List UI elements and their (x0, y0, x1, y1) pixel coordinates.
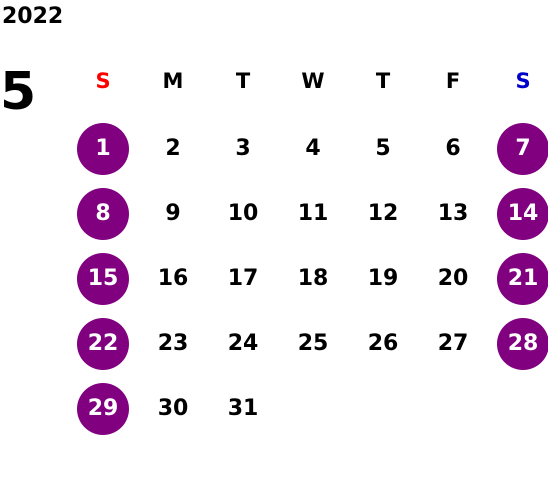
day-number: 26 (367, 331, 399, 356)
day-cell: 13 (418, 181, 488, 246)
weekday-header-sunday: S (95, 69, 111, 93)
day-cell: 6 (418, 116, 488, 181)
weekday-header-tuesday: T (235, 69, 251, 93)
day-cell: 15 (68, 246, 138, 311)
day-cell: 8 (68, 181, 138, 246)
month-number: 5 (0, 62, 37, 122)
week-row: 8 9 10 11 12 13 14 (68, 181, 548, 246)
day-number: 16 (157, 266, 189, 291)
day-cell: 26 (348, 311, 418, 376)
weekday-header-row: S M T W T F S (68, 46, 548, 116)
day-number: 19 (367, 266, 399, 291)
day-cell: 24 (208, 311, 278, 376)
weekend-day-circle: 7 (497, 122, 548, 175)
week-row: 1 2 3 4 5 6 7 (68, 116, 548, 181)
day-cell (488, 376, 548, 441)
day-cell: 27 (418, 311, 488, 376)
week-row: 29 30 31 (68, 376, 548, 441)
day-cell: 9 (138, 181, 208, 246)
day-cell (418, 376, 488, 441)
weekend-day-circle: 22 (77, 317, 129, 370)
weekend-day-circle: 8 (77, 187, 129, 240)
day-cell: 3 (208, 116, 278, 181)
day-number: 17 (227, 266, 259, 291)
day-number: 31 (227, 396, 259, 421)
week-row: 22 23 24 25 26 27 28 (68, 311, 548, 376)
day-number: 9 (165, 201, 181, 226)
day-number: 24 (227, 331, 259, 356)
day-cell: 21 (488, 246, 548, 311)
day-number: 20 (437, 266, 469, 291)
day-number: 18 (297, 266, 329, 291)
day-number: 30 (157, 396, 189, 421)
day-number: 4 (305, 136, 321, 161)
day-number: 11 (297, 201, 329, 226)
day-number: 23 (157, 331, 189, 356)
day-cell: 16 (138, 246, 208, 311)
day-cell: 20 (418, 246, 488, 311)
day-cell: 2 (138, 116, 208, 181)
weekday-header-thursday: T (375, 69, 391, 93)
day-number: 12 (367, 201, 399, 226)
day-cell: 4 (278, 116, 348, 181)
day-number: 5 (375, 136, 391, 161)
day-cell: 10 (208, 181, 278, 246)
day-cell (278, 376, 348, 441)
weekday-header-wednesday: W (301, 69, 325, 93)
day-cell: 30 (138, 376, 208, 441)
day-number: 27 (437, 331, 469, 356)
day-number: 10 (227, 201, 259, 226)
day-cell: 25 (278, 311, 348, 376)
day-cell: 22 (68, 311, 138, 376)
weekend-day-circle: 14 (497, 187, 548, 240)
day-cell: 1 (68, 116, 138, 181)
weekday-header-friday: F (445, 69, 461, 93)
day-cell: 17 (208, 246, 278, 311)
day-cell: 5 (348, 116, 418, 181)
day-cell: 23 (138, 311, 208, 376)
day-cell (348, 376, 418, 441)
day-cell: 7 (488, 116, 548, 181)
day-number: 25 (297, 331, 329, 356)
week-row: 15 16 17 18 19 20 21 (68, 246, 548, 311)
weekday-header-monday: M (162, 69, 184, 93)
day-cell: 12 (348, 181, 418, 246)
weekend-day-circle: 1 (77, 122, 129, 175)
weekend-day-circle: 29 (77, 382, 129, 435)
day-cell: 29 (68, 376, 138, 441)
day-number: 6 (445, 136, 461, 161)
day-cell: 14 (488, 181, 548, 246)
weekend-day-circle: 15 (77, 252, 129, 305)
weekend-day-circle: 28 (497, 317, 548, 370)
day-cell: 28 (488, 311, 548, 376)
day-cell: 18 (278, 246, 348, 311)
weekday-header-saturday: S (515, 69, 531, 93)
day-number: 2 (165, 136, 181, 161)
day-number: 13 (437, 201, 469, 226)
day-cell: 19 (348, 246, 418, 311)
day-cell: 31 (208, 376, 278, 441)
day-cell: 11 (278, 181, 348, 246)
weekend-day-circle: 21 (497, 252, 548, 305)
day-number: 3 (235, 136, 251, 161)
year-label: 2022 (2, 4, 64, 29)
